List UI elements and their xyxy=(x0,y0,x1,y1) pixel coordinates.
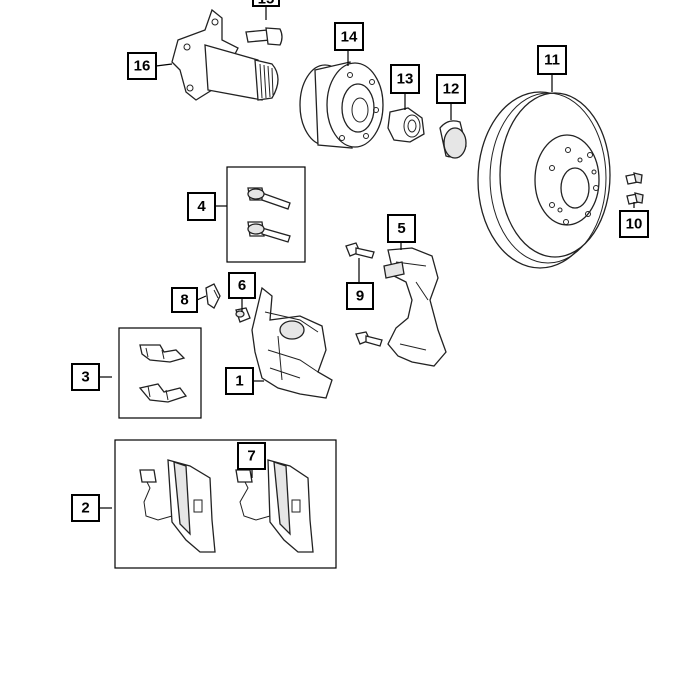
part-11-brake-rotor xyxy=(477,91,611,269)
part-6-bleeder-screw xyxy=(235,307,251,323)
part-4-guide-pins xyxy=(226,166,306,263)
part-9-bolts xyxy=(345,242,383,347)
callout-label-2: 2 xyxy=(81,500,89,517)
part-3-clip-kit xyxy=(118,327,202,419)
callout-15: 15 xyxy=(252,0,280,8)
part-2-brake-pads xyxy=(114,439,337,569)
callout-label-4: 4 xyxy=(197,198,206,215)
callout-label-16: 16 xyxy=(134,58,151,75)
callout-label-10: 10 xyxy=(626,216,643,233)
callout-label-14: 14 xyxy=(341,29,358,46)
part-14-hub-bearing xyxy=(299,61,384,149)
callout-7: 7 xyxy=(237,442,266,470)
part-12-dust-cap xyxy=(439,120,467,159)
callout-1: 1 xyxy=(225,367,254,395)
callout-label-1: 1 xyxy=(235,373,243,390)
callout-12: 12 xyxy=(436,74,466,104)
part-8-spring-clip xyxy=(205,283,221,309)
callout-6: 6 xyxy=(228,272,256,299)
part-15-wheel-bolt xyxy=(245,27,283,46)
callout-9: 9 xyxy=(346,282,374,310)
part-5-caliper-bracket xyxy=(383,247,447,367)
callout-3: 3 xyxy=(71,363,100,391)
callout-14: 14 xyxy=(334,22,364,51)
part-16-drive-flange xyxy=(171,8,279,101)
callout-5: 5 xyxy=(387,214,416,243)
callout-4: 4 xyxy=(187,192,216,221)
callout-label-9: 9 xyxy=(356,288,364,305)
callout-label-3: 3 xyxy=(81,369,89,386)
callout-label-5: 5 xyxy=(397,220,405,237)
callout-16: 16 xyxy=(127,52,157,80)
part-13-hub-nut xyxy=(387,107,425,143)
callout-11: 11 xyxy=(537,45,567,75)
callout-8: 8 xyxy=(171,287,198,313)
callout-10: 10 xyxy=(619,210,649,238)
leader-lines xyxy=(99,5,635,509)
callout-2: 2 xyxy=(71,494,100,522)
callout-label-15: 15 xyxy=(258,0,275,8)
callout-label-6: 6 xyxy=(238,277,246,294)
callout-label-8: 8 xyxy=(180,292,188,309)
callout-label-7: 7 xyxy=(247,448,255,465)
part-10-rotor-screws xyxy=(625,172,644,205)
callout-label-13: 13 xyxy=(397,71,414,88)
callout-label-11: 11 xyxy=(544,52,560,69)
callout-label-12: 12 xyxy=(443,81,460,98)
part-1-caliper xyxy=(251,286,333,399)
callout-13: 13 xyxy=(390,64,420,94)
